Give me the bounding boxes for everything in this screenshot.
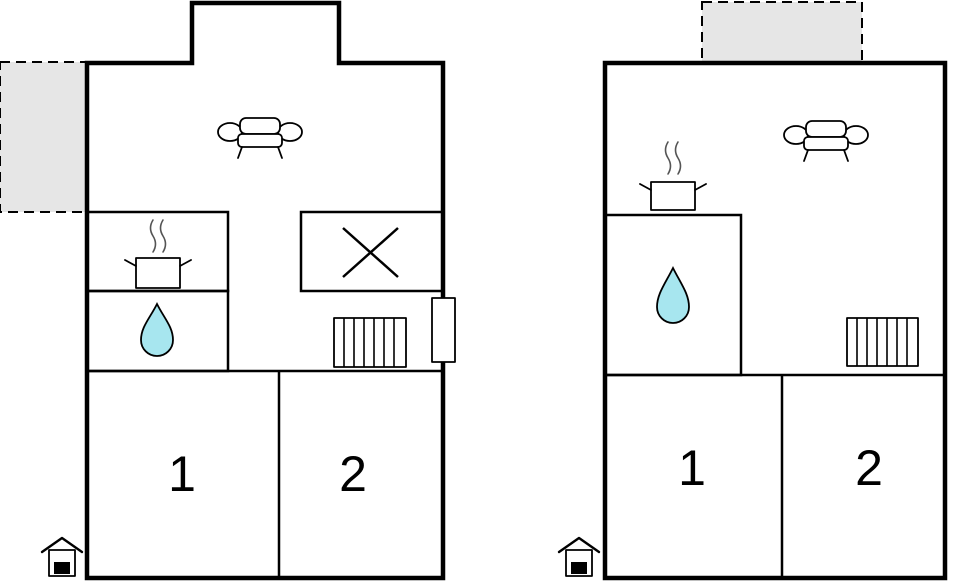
floor-plan-1: 1 2 bbox=[0, 0, 456, 581]
door-icon bbox=[431, 297, 456, 363]
water-drop-icon bbox=[140, 301, 174, 357]
cooking-pot-icon bbox=[639, 141, 707, 211]
room-label: 2 bbox=[855, 440, 883, 496]
room-label: 2 bbox=[339, 446, 367, 502]
room-label: 1 bbox=[678, 440, 706, 496]
cooking-pot-icon bbox=[124, 219, 192, 289]
terrace-area bbox=[0, 61, 87, 213]
outer-walls bbox=[84, 0, 446, 581]
storage-cross bbox=[342, 227, 399, 278]
sofa-icon bbox=[783, 120, 869, 162]
room-label: 1 bbox=[168, 446, 196, 502]
floor-plan-2: 1 2 bbox=[557, 1, 948, 581]
storage-room bbox=[299, 210, 445, 293]
radiator-icon bbox=[333, 317, 407, 368]
entrance-house-icon bbox=[557, 536, 601, 577]
terrace-area bbox=[701, 1, 863, 63]
radiator-icon bbox=[846, 317, 919, 367]
water-drop-icon bbox=[656, 265, 690, 324]
entrance-house-icon bbox=[40, 536, 84, 577]
sofa-icon bbox=[217, 117, 303, 159]
